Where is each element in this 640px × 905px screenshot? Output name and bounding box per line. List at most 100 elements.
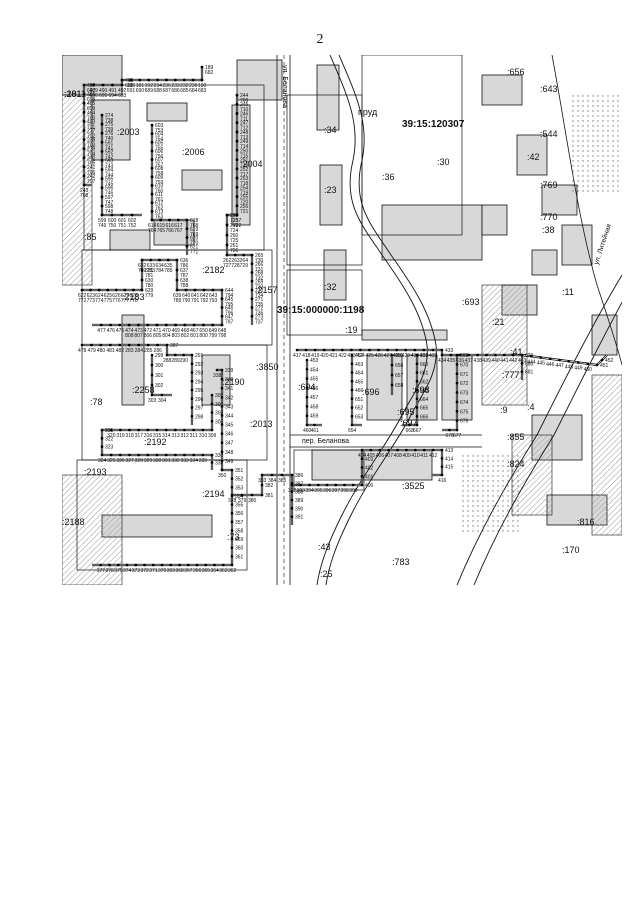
survey-point-number: 733	[255, 284, 264, 290]
survey-point-number: 738	[105, 118, 114, 124]
survey-point	[235, 158, 239, 161]
survey-point	[174, 453, 177, 457]
survey-point-number: 422	[338, 353, 347, 359]
survey-point	[220, 306, 224, 309]
survey-point-number: 359	[235, 537, 244, 543]
survey-point	[250, 297, 254, 301]
survey-point	[210, 453, 214, 457]
survey-point	[190, 353, 194, 357]
survey-point	[175, 288, 179, 292]
building	[181, 169, 223, 191]
survey-point	[210, 411, 214, 414]
survey-point	[220, 368, 224, 372]
survey-point-number: 595	[105, 177, 114, 183]
survey-point-number: 453	[310, 358, 319, 364]
survey-point-number: 249	[240, 139, 249, 145]
survey-point-number: 591	[105, 140, 114, 146]
survey-point-number: 454	[310, 367, 319, 373]
parcel-label: :43	[318, 542, 331, 552]
survey-points-layer: 1891902302322332362341921811864934924914…	[78, 65, 614, 574]
survey-point	[350, 397, 354, 401]
survey-point-number: 804	[162, 333, 171, 339]
survey-point-number: 401	[365, 474, 374, 480]
survey-point-number: 346	[225, 432, 234, 438]
survey-point-number: 619	[190, 227, 199, 233]
parcel-label: :770	[540, 212, 558, 222]
survey-point	[305, 395, 309, 399]
survey-point-number: 354	[235, 494, 244, 500]
survey-point	[225, 233, 229, 237]
parcel-label: :4	[527, 402, 535, 412]
survey-point-number: 334	[190, 458, 199, 464]
parcel-label: :2190	[222, 377, 245, 387]
survey-point-number: 622	[78, 293, 87, 299]
parcel-label: :2004	[240, 159, 263, 169]
survey-point-number: 706	[87, 170, 96, 176]
survey-point-number: 463	[355, 362, 364, 368]
survey-point	[99, 563, 103, 567]
survey-point-number: 460	[303, 428, 312, 434]
survey-point	[250, 271, 254, 274]
survey-point-number: 353	[235, 485, 244, 491]
survey-point-number: 407	[385, 453, 394, 459]
survey-point-number: 317	[135, 433, 144, 439]
survey-point-number: 629	[145, 288, 154, 294]
survey-point	[230, 546, 234, 550]
survey-point-number: 795	[225, 302, 234, 308]
survey-point-number: 252	[240, 167, 249, 173]
survey-point-number: 236	[162, 83, 171, 89]
survey-point-number: 719	[240, 190, 249, 196]
survey-point	[458, 353, 462, 357]
parcel-label: :38	[542, 225, 555, 235]
survey-point-number: 304	[158, 398, 167, 404]
survey-point-number: 708	[80, 193, 89, 199]
survey-point	[270, 473, 274, 477]
survey-point	[455, 391, 459, 394]
survey-point-number: 660	[420, 362, 429, 368]
survey-point	[404, 348, 408, 352]
survey-point-number: 680	[525, 361, 534, 367]
survey-point	[210, 402, 214, 406]
survey-point-number: 599	[98, 218, 107, 224]
survey-point-number: 384	[268, 478, 277, 484]
survey-point	[111, 83, 114, 87]
parcel-label: :23	[324, 185, 337, 195]
survey-point	[82, 129, 86, 132]
survey-point-number: 311	[190, 433, 198, 439]
survey-point-number: 343	[225, 404, 234, 410]
survey-point-number: 800	[199, 333, 208, 339]
survey-point-number: 314	[162, 433, 171, 439]
survey-point-number: 246	[240, 111, 249, 117]
survey-point	[190, 406, 194, 409]
survey-point	[186, 563, 190, 567]
survey-point-number: 307	[215, 411, 224, 417]
survey-point	[119, 428, 122, 432]
survey-point-number: 661	[420, 371, 429, 377]
survey-point	[455, 381, 459, 385]
parcel-label: :2182	[202, 265, 225, 275]
survey-point	[230, 529, 234, 532]
survey-point	[539, 356, 543, 359]
survey-point	[100, 150, 104, 153]
survey-point-number: 363	[219, 568, 228, 574]
survey-point	[160, 393, 164, 397]
survey-point-number: 645	[225, 297, 234, 303]
survey-point	[431, 348, 435, 352]
survey-point-number: 367	[184, 568, 193, 574]
pond-label: пруд	[358, 107, 378, 117]
survey-point-number: 481	[106, 348, 115, 354]
survey-point	[455, 363, 459, 366]
survey-point-number: 234	[154, 83, 163, 89]
survey-point	[230, 485, 234, 489]
survey-point	[90, 343, 93, 347]
survey-point-number: 612	[155, 201, 164, 207]
survey-point-number: 793	[209, 298, 218, 304]
parcel-label: :11	[562, 287, 574, 297]
survey-point-number: 769	[190, 232, 199, 238]
survey-point	[390, 353, 394, 357]
survey-point-number: 737	[255, 319, 264, 325]
survey-point-number: 288	[163, 358, 172, 364]
survey-point-number: 741	[105, 145, 114, 151]
survey-point	[260, 493, 264, 497]
survey-point	[220, 386, 224, 390]
